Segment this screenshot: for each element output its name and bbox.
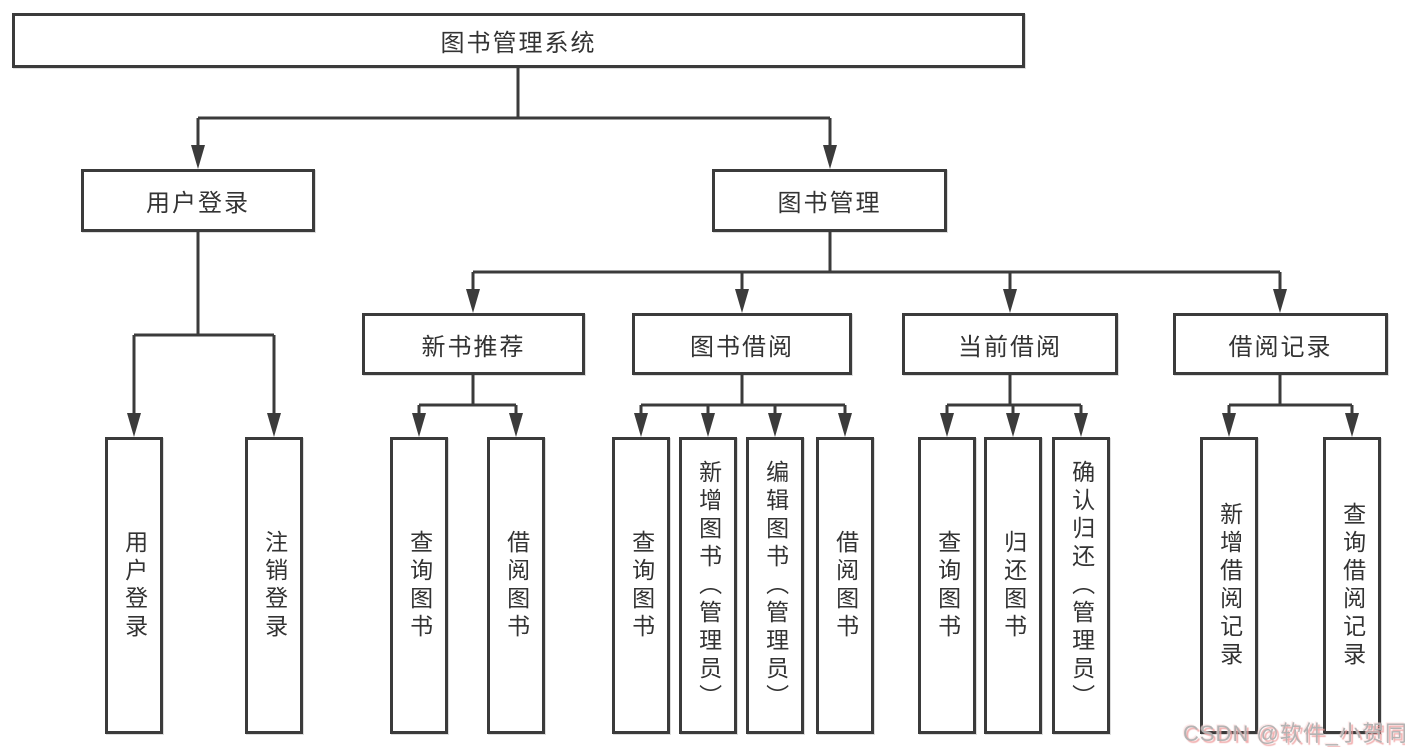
node-book-borrow: 图书借阅 [632, 313, 852, 375]
arrowhead-icon [191, 145, 205, 169]
leaf-edit-book-admin: 编辑图书（管理员） [746, 437, 804, 734]
arrowhead-icon [1345, 413, 1359, 437]
leaf-logout: 注销登录 [245, 437, 303, 734]
arrowhead-icon [735, 289, 749, 313]
arrowhead-icon [267, 413, 281, 437]
arrowhead-icon [1006, 413, 1020, 437]
arrowhead-icon [127, 413, 141, 437]
leaf-query-books-recommend: 查询图书 [390, 437, 448, 734]
leaf-user-login: 用户登录 [105, 437, 163, 734]
node-book-management: 图书管理 [712, 169, 947, 232]
arrowhead-icon [1222, 413, 1236, 437]
leaf-borrow-books: 借阅图书 [816, 437, 874, 734]
leaf-query-books-borrow: 查询图书 [612, 437, 670, 734]
leaf-confirm-return-admin: 确认归还（管理员） [1052, 437, 1110, 734]
leaf-query-books-current: 查询图书 [918, 437, 976, 734]
node-borrow-records: 借阅记录 [1173, 313, 1388, 375]
node-root: 图书管理系统 [12, 13, 1025, 68]
arrowhead-icon [466, 289, 480, 313]
arrowhead-icon [1273, 289, 1287, 313]
arrowhead-icon [509, 413, 523, 437]
leaf-add-book-admin: 新增图书（管理员） [679, 437, 737, 734]
leaf-borrow-books-recommend: 借阅图书 [487, 437, 545, 734]
arrowhead-icon [940, 413, 954, 437]
arrowhead-icon [1003, 289, 1017, 313]
node-current-borrow: 当前借阅 [902, 313, 1118, 375]
arrowhead-icon [412, 413, 426, 437]
node-user-login: 用户登录 [81, 169, 315, 232]
leaf-return-book: 归还图书 [984, 437, 1042, 734]
watermark: CSDN @软件_小贺同学 [1183, 721, 1405, 746]
node-new-book-recommend: 新书推荐 [362, 313, 585, 375]
leaf-add-borrow-record: 新增借阅记录 [1200, 437, 1258, 734]
arrowhead-icon [823, 145, 837, 169]
arrowhead-icon [768, 413, 782, 437]
arrowhead-icon [634, 413, 648, 437]
arrowhead-icon [1074, 413, 1088, 437]
leaf-query-borrow-record: 查询借阅记录 [1323, 437, 1381, 734]
arrowhead-icon [701, 413, 715, 437]
arrowhead-icon [838, 413, 852, 437]
